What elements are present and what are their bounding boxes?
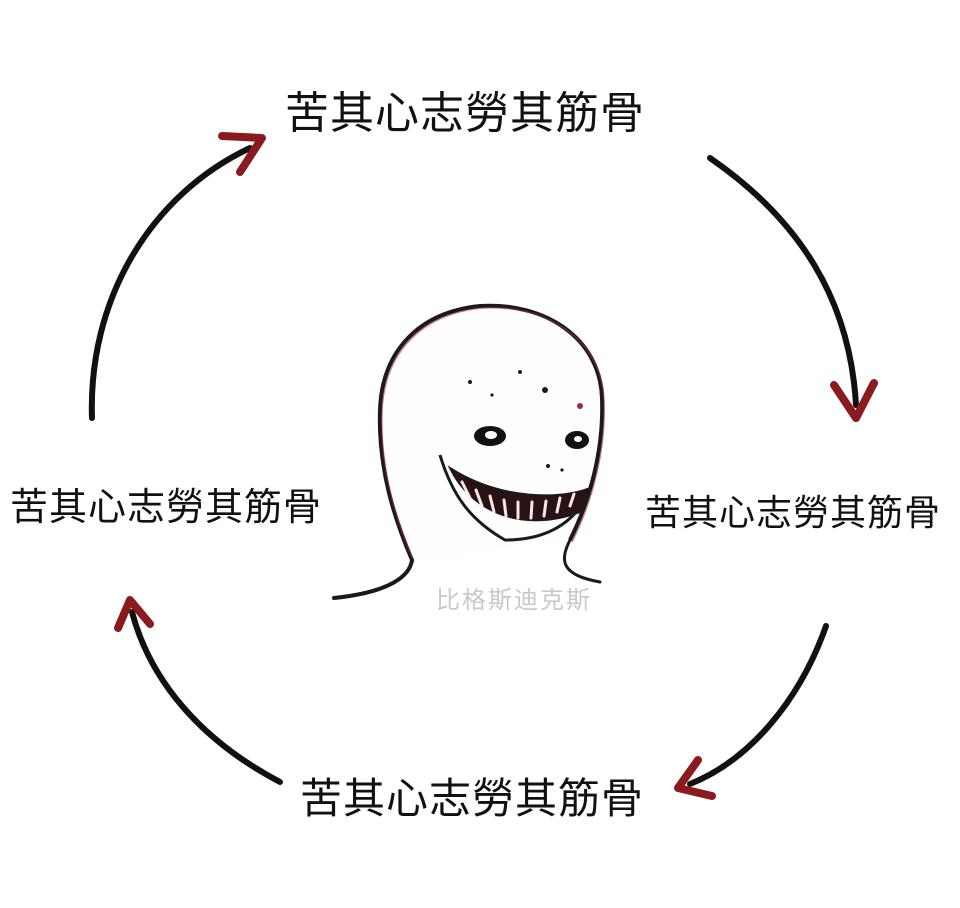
arrow-top-to-right (707, 155, 859, 408)
watermark: 比格斯迪克斯 (436, 586, 592, 614)
caption-left: 苦其心志勞其筋骨 (10, 485, 323, 529)
arrowhead-bottom-to-left (114, 596, 154, 632)
arrowhead-left-to-top (218, 132, 266, 176)
caption-top: 苦其心志勞其筋骨 (285, 88, 645, 139)
wojak-grin-face-icon (332, 303, 605, 600)
arrowhead-top-to-right (830, 379, 878, 422)
arrow-right-to-bottom (687, 623, 829, 787)
caption-bottom: 苦其心志勞其筋骨 (300, 774, 645, 823)
arrow-left-to-top (88, 145, 253, 421)
arrowhead-right-to-bottom (674, 756, 716, 800)
caption-right: 苦其心志勞其筋骨 (645, 493, 942, 534)
arrow-bottom-to-left (129, 609, 283, 785)
